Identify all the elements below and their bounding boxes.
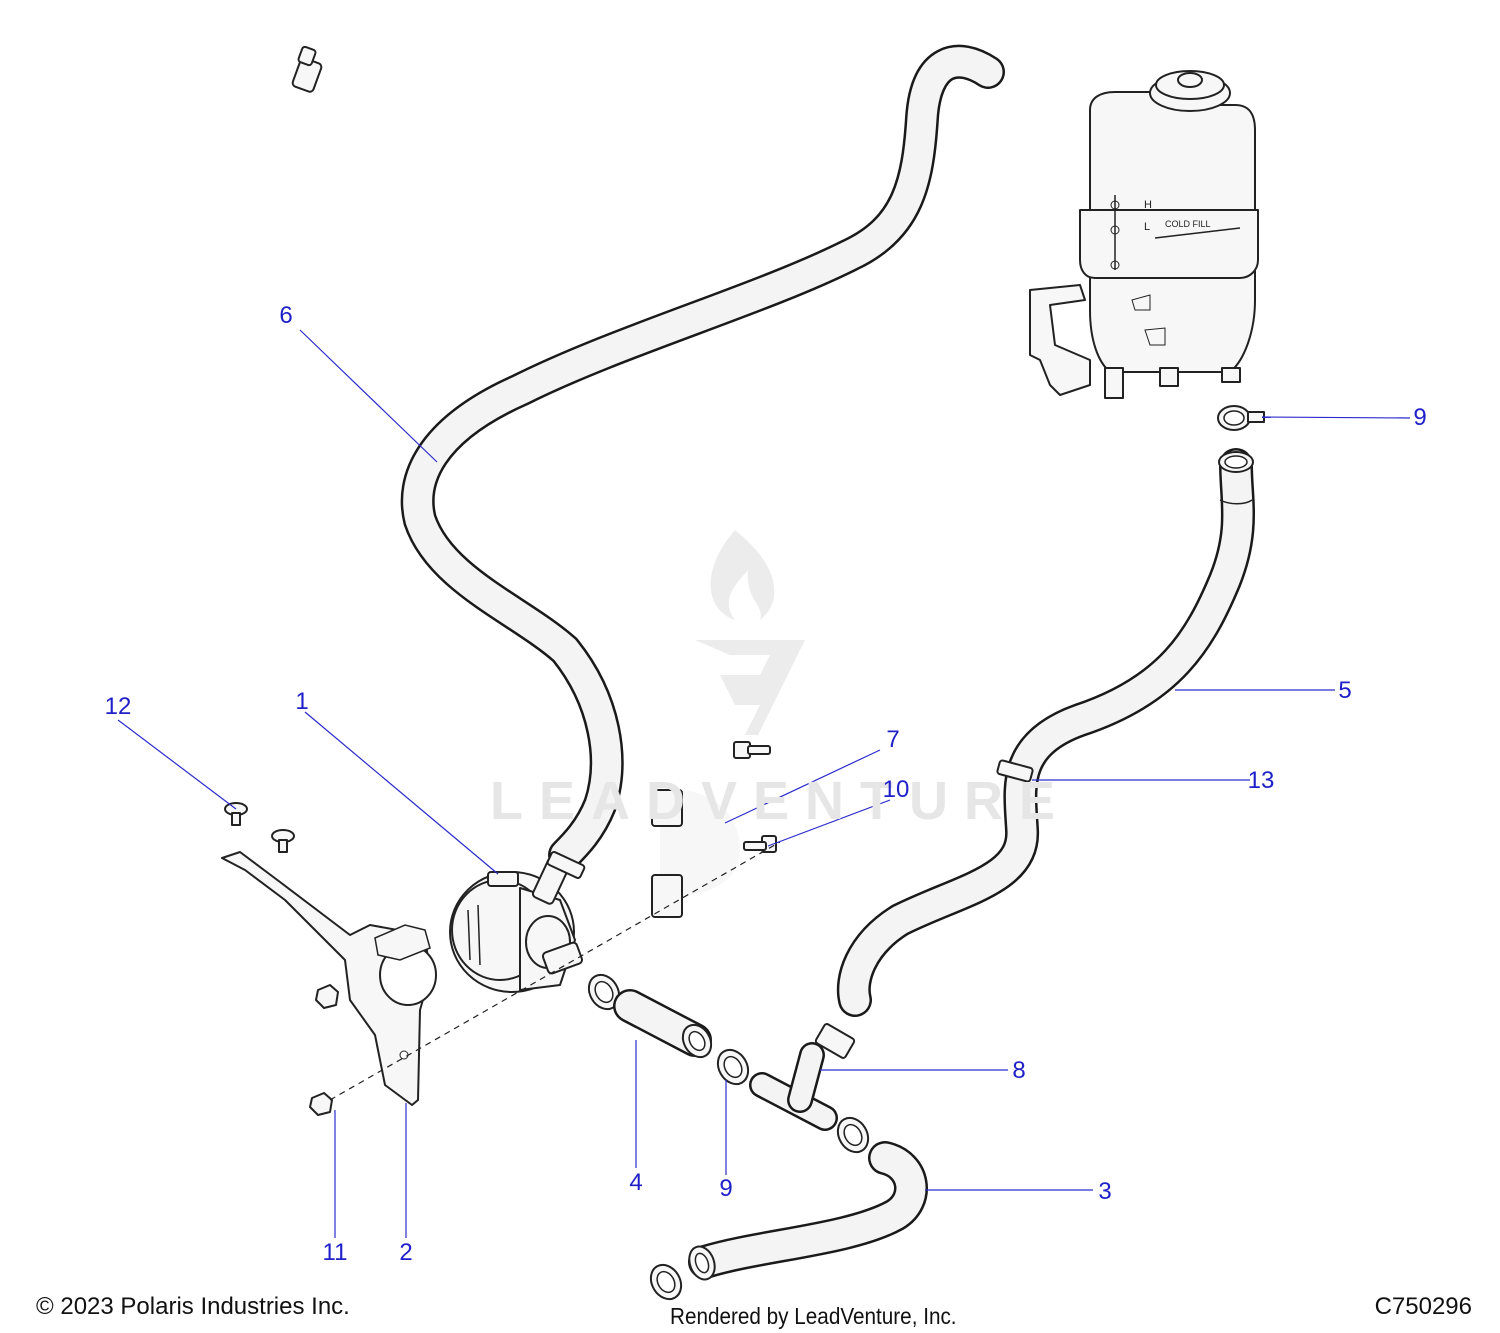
callout-7[interactable]: 7 (886, 726, 900, 753)
bolt-10 (743, 835, 777, 853)
callout-9-lower[interactable]: 9 (719, 1175, 733, 1202)
rendered-by-text: Rendered by LeadVenture, Inc. (670, 1303, 957, 1329)
callout-12[interactable]: 12 (104, 693, 132, 720)
callout-11[interactable]: 11 (322, 1239, 348, 1266)
hose-4 (613, 989, 713, 1059)
reservoir-fill-mark: COLD FILL (1165, 219, 1211, 229)
watermark-text: LEADVENTURE (490, 771, 1072, 831)
callout-13[interactable]: 13 (1247, 767, 1275, 794)
bracket-2 (221, 851, 437, 1106)
screw-12 (224, 802, 295, 853)
coolant-reservoir: H L COLD FILL (1029, 70, 1259, 399)
clamp-hose-3-lower (649, 1263, 683, 1301)
diagram-code: C750296 (1374, 1293, 1472, 1320)
hose-5 (836, 448, 1256, 1017)
hose-6-fitting (291, 45, 323, 93)
alignment-line (329, 841, 781, 1101)
clamp-13 (996, 759, 1034, 783)
reservoir-low-mark: L (1144, 221, 1150, 233)
callout-10[interactable]: 10 (882, 776, 910, 803)
callout-1[interactable]: 1 (295, 688, 309, 715)
tee-fitting-8 (749, 1023, 856, 1131)
leader-lines (117, 329, 1411, 1238)
clamp-9-upper (1217, 405, 1265, 431)
watermark-logo (695, 530, 805, 735)
water-pump (449, 857, 584, 993)
hose-6-path (400, 44, 1005, 872)
callout-2[interactable]: 2 (399, 1239, 413, 1266)
callout-8[interactable]: 8 (1012, 1057, 1026, 1084)
bracket-7 (651, 789, 741, 918)
clamp-9-lower (716, 1048, 750, 1086)
callout-6[interactable]: 6 (279, 302, 293, 329)
callout-3[interactable]: 3 (1098, 1178, 1112, 1205)
reservoir-high-mark: H (1144, 199, 1152, 211)
callout-4[interactable]: 4 (629, 1169, 643, 1196)
nut-11 (309, 984, 339, 1116)
hose-3 (688, 1141, 928, 1281)
callout-9-upper[interactable]: 9 (1413, 404, 1427, 431)
copyright-text: © 2023 Polaris Industries Inc. (36, 1293, 350, 1320)
clamp-hose-3-upper (836, 1116, 870, 1154)
pump-outlet-clamp (546, 851, 586, 879)
clamp-9-inline (587, 973, 621, 1011)
callout-5[interactable]: 5 (1338, 677, 1352, 704)
bolt-upper (733, 741, 771, 759)
